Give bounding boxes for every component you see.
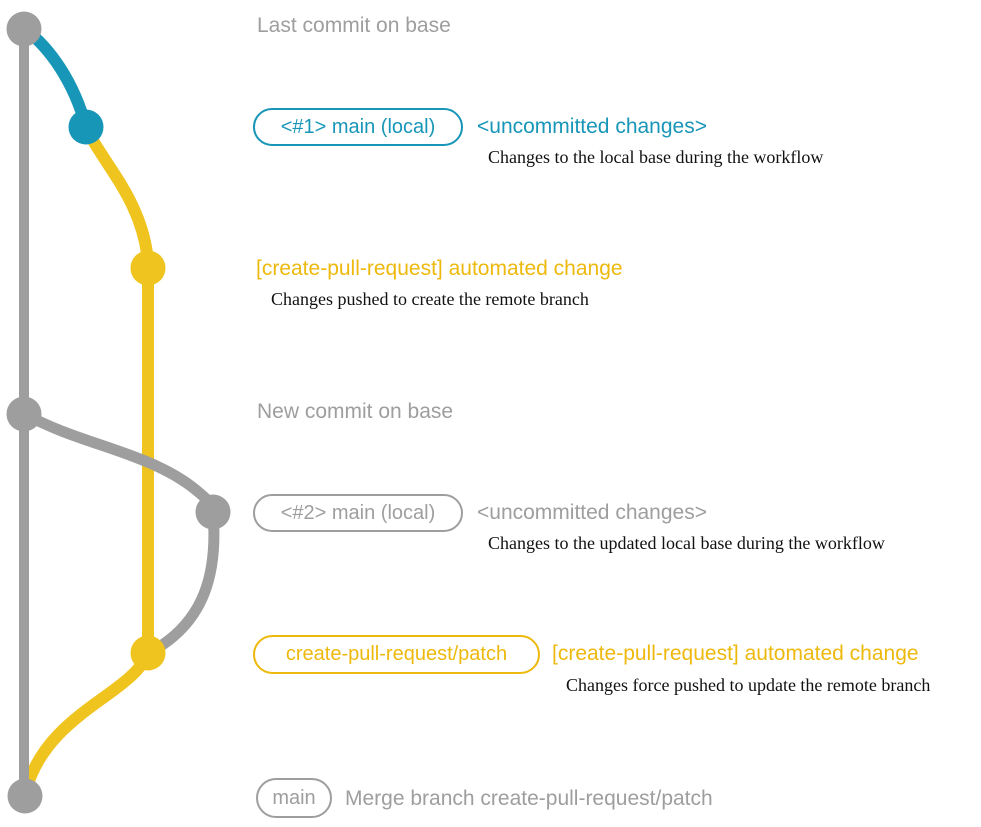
commit-node-cpr-automated-2 bbox=[130, 635, 166, 671]
branch-badge-main-local-1: <#1> main (local) bbox=[253, 108, 463, 146]
branch-badge-patch-text: create-pull-request/patch bbox=[285, 643, 508, 665]
branch-badge-main-local-1-text: <#1> main (local) bbox=[280, 115, 436, 138]
automated-change-label-2: [create-pull-request] automated change bbox=[552, 642, 919, 665]
last-commit-label: Last commit on base bbox=[257, 14, 451, 37]
commit1-description: Changes to the local base during the wor… bbox=[488, 147, 824, 167]
commit-node-new-on-base bbox=[6, 396, 42, 432]
merge-line-patch-into-main bbox=[20, 647, 154, 796]
git-graph bbox=[6, 11, 231, 814]
automated-change-label-1: [create-pull-request] automated change bbox=[256, 257, 623, 280]
branch-badge-main: main bbox=[256, 778, 332, 818]
commit-node-merge-main bbox=[7, 778, 43, 814]
uncommitted-changes-label-1: <uncommitted changes> bbox=[477, 115, 707, 138]
branch-badge-main-local-2: <#2> main (local) bbox=[253, 494, 463, 532]
push2-description: Changes force pushed to update the remot… bbox=[566, 675, 931, 695]
commit-node-2-main-local bbox=[195, 494, 231, 530]
commit-node-1-main-local bbox=[68, 109, 104, 145]
uncommitted-changes-label-2: <uncommitted changes> bbox=[477, 501, 707, 524]
commit-node-cpr-automated-1 bbox=[130, 250, 166, 286]
push1-description: Changes pushed to create the remote bran… bbox=[271, 289, 589, 309]
merge-commit-label: Merge branch create-pull-request/patch bbox=[345, 787, 713, 810]
commit2-description: Changes to the updated local base during… bbox=[488, 533, 885, 553]
new-commit-label: New commit on base bbox=[257, 400, 454, 423]
branch-badge-main-local-2-text: <#2> main (local) bbox=[280, 501, 436, 524]
branch-badge-main-text: main bbox=[272, 786, 316, 809]
branch-badge-patch: create-pull-request/patch bbox=[253, 635, 540, 674]
updated-local-main-line bbox=[19, 408, 220, 655]
commit-node-last-on-base bbox=[6, 11, 42, 47]
branch-line-create-pull-request bbox=[80, 121, 154, 659]
